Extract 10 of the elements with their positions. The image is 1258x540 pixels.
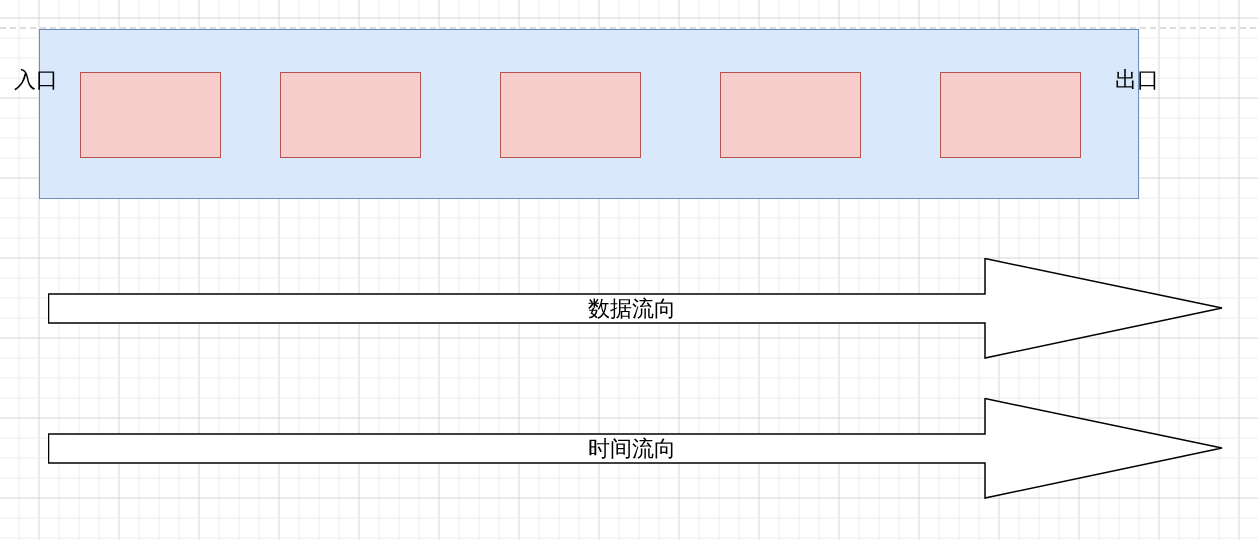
port-label: 入口 [14,67,58,93]
container-box [39,29,1139,199]
arrow-label: 数据流向 [588,296,676,322]
empty-box [80,72,221,158]
arrow-label: 时间流向 [588,436,676,462]
port-label: 出口 [1115,67,1159,93]
empty-box [500,72,641,158]
empty-box [720,72,861,158]
empty-box [940,72,1081,158]
empty-box [280,72,421,158]
